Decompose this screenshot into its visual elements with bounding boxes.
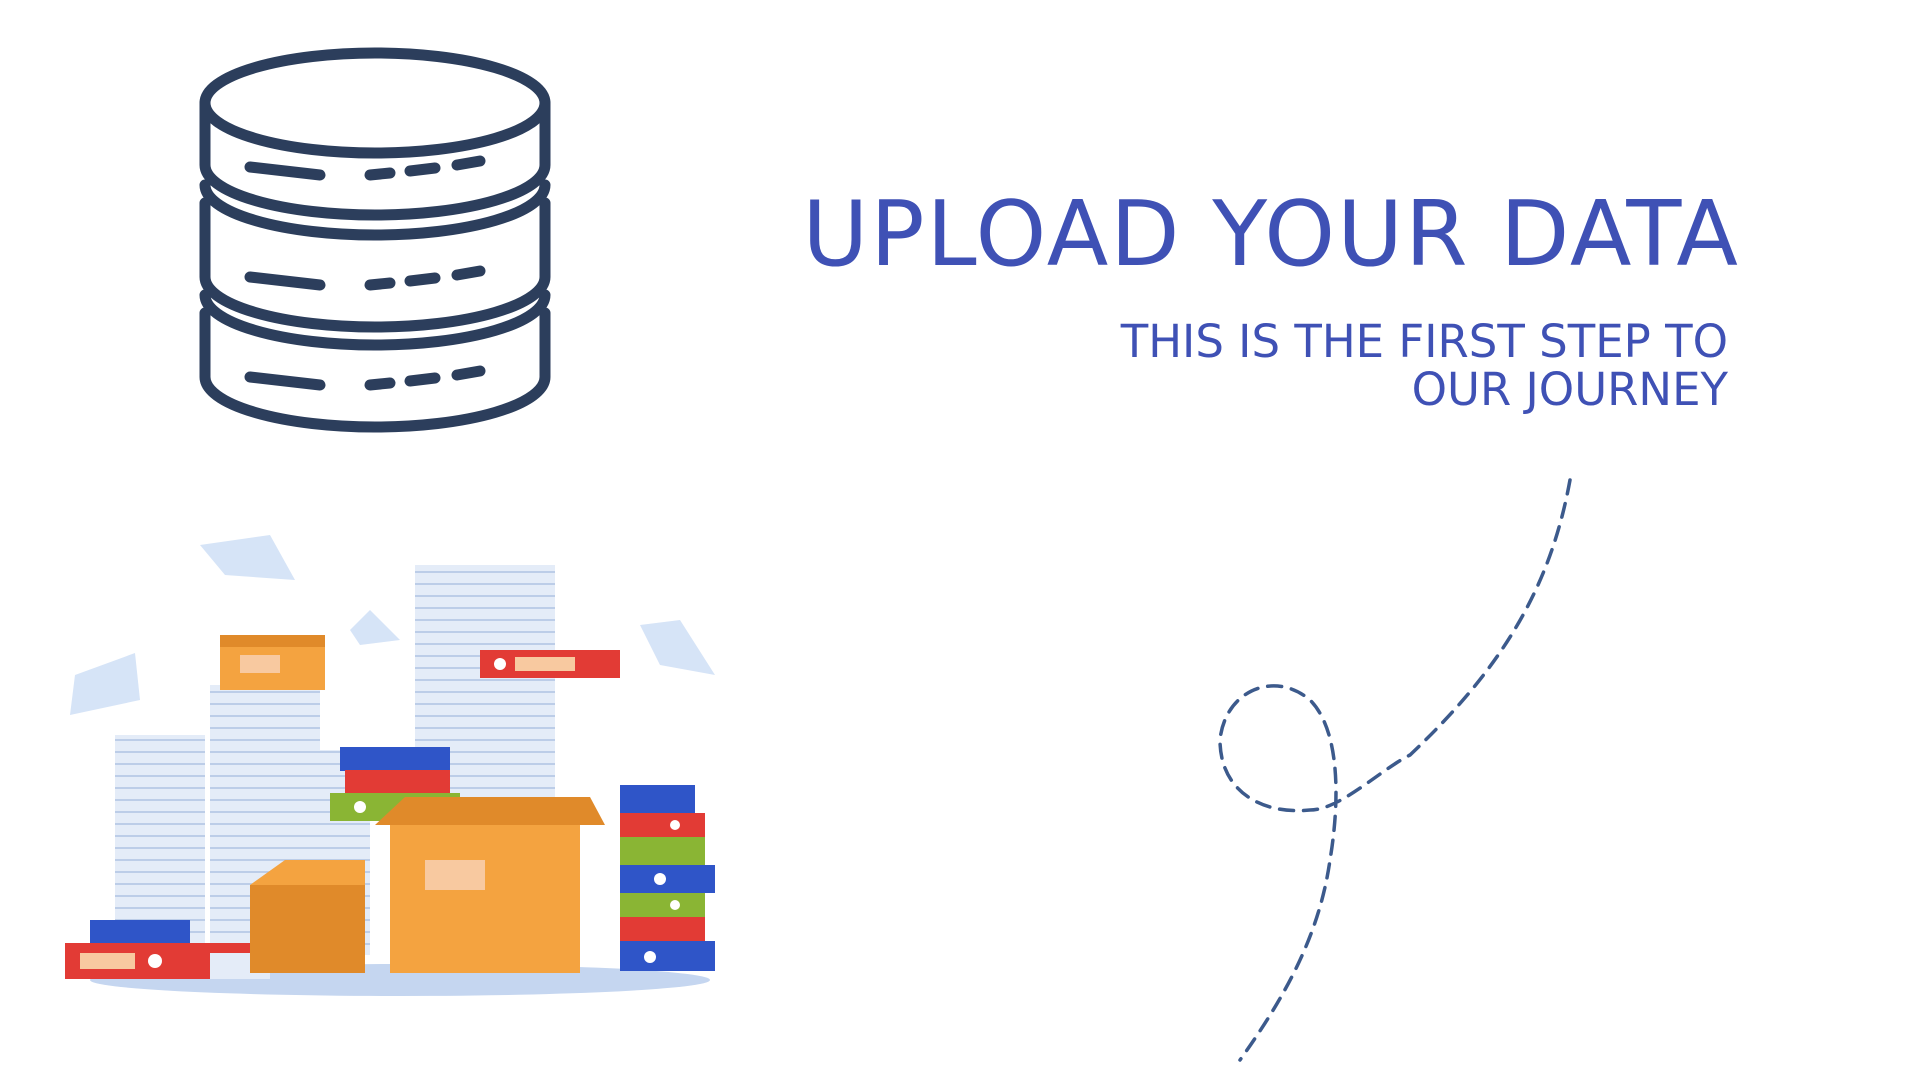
database-icon: [199, 47, 551, 433]
paperwork-stack-illustration: [65, 535, 715, 996]
page-subtitle: THIS IS THE FIRST STEP TO OUR JOURNEY: [1028, 318, 1728, 414]
page-title: UPLOAD YOUR DATA: [802, 182, 1740, 287]
dashed-loop-path: [1218, 478, 1572, 1062]
subtitle-line-1: THIS IS THE FIRST STEP TO: [1120, 315, 1728, 368]
subtitle-line-2: OUR JOURNEY: [1411, 363, 1728, 416]
